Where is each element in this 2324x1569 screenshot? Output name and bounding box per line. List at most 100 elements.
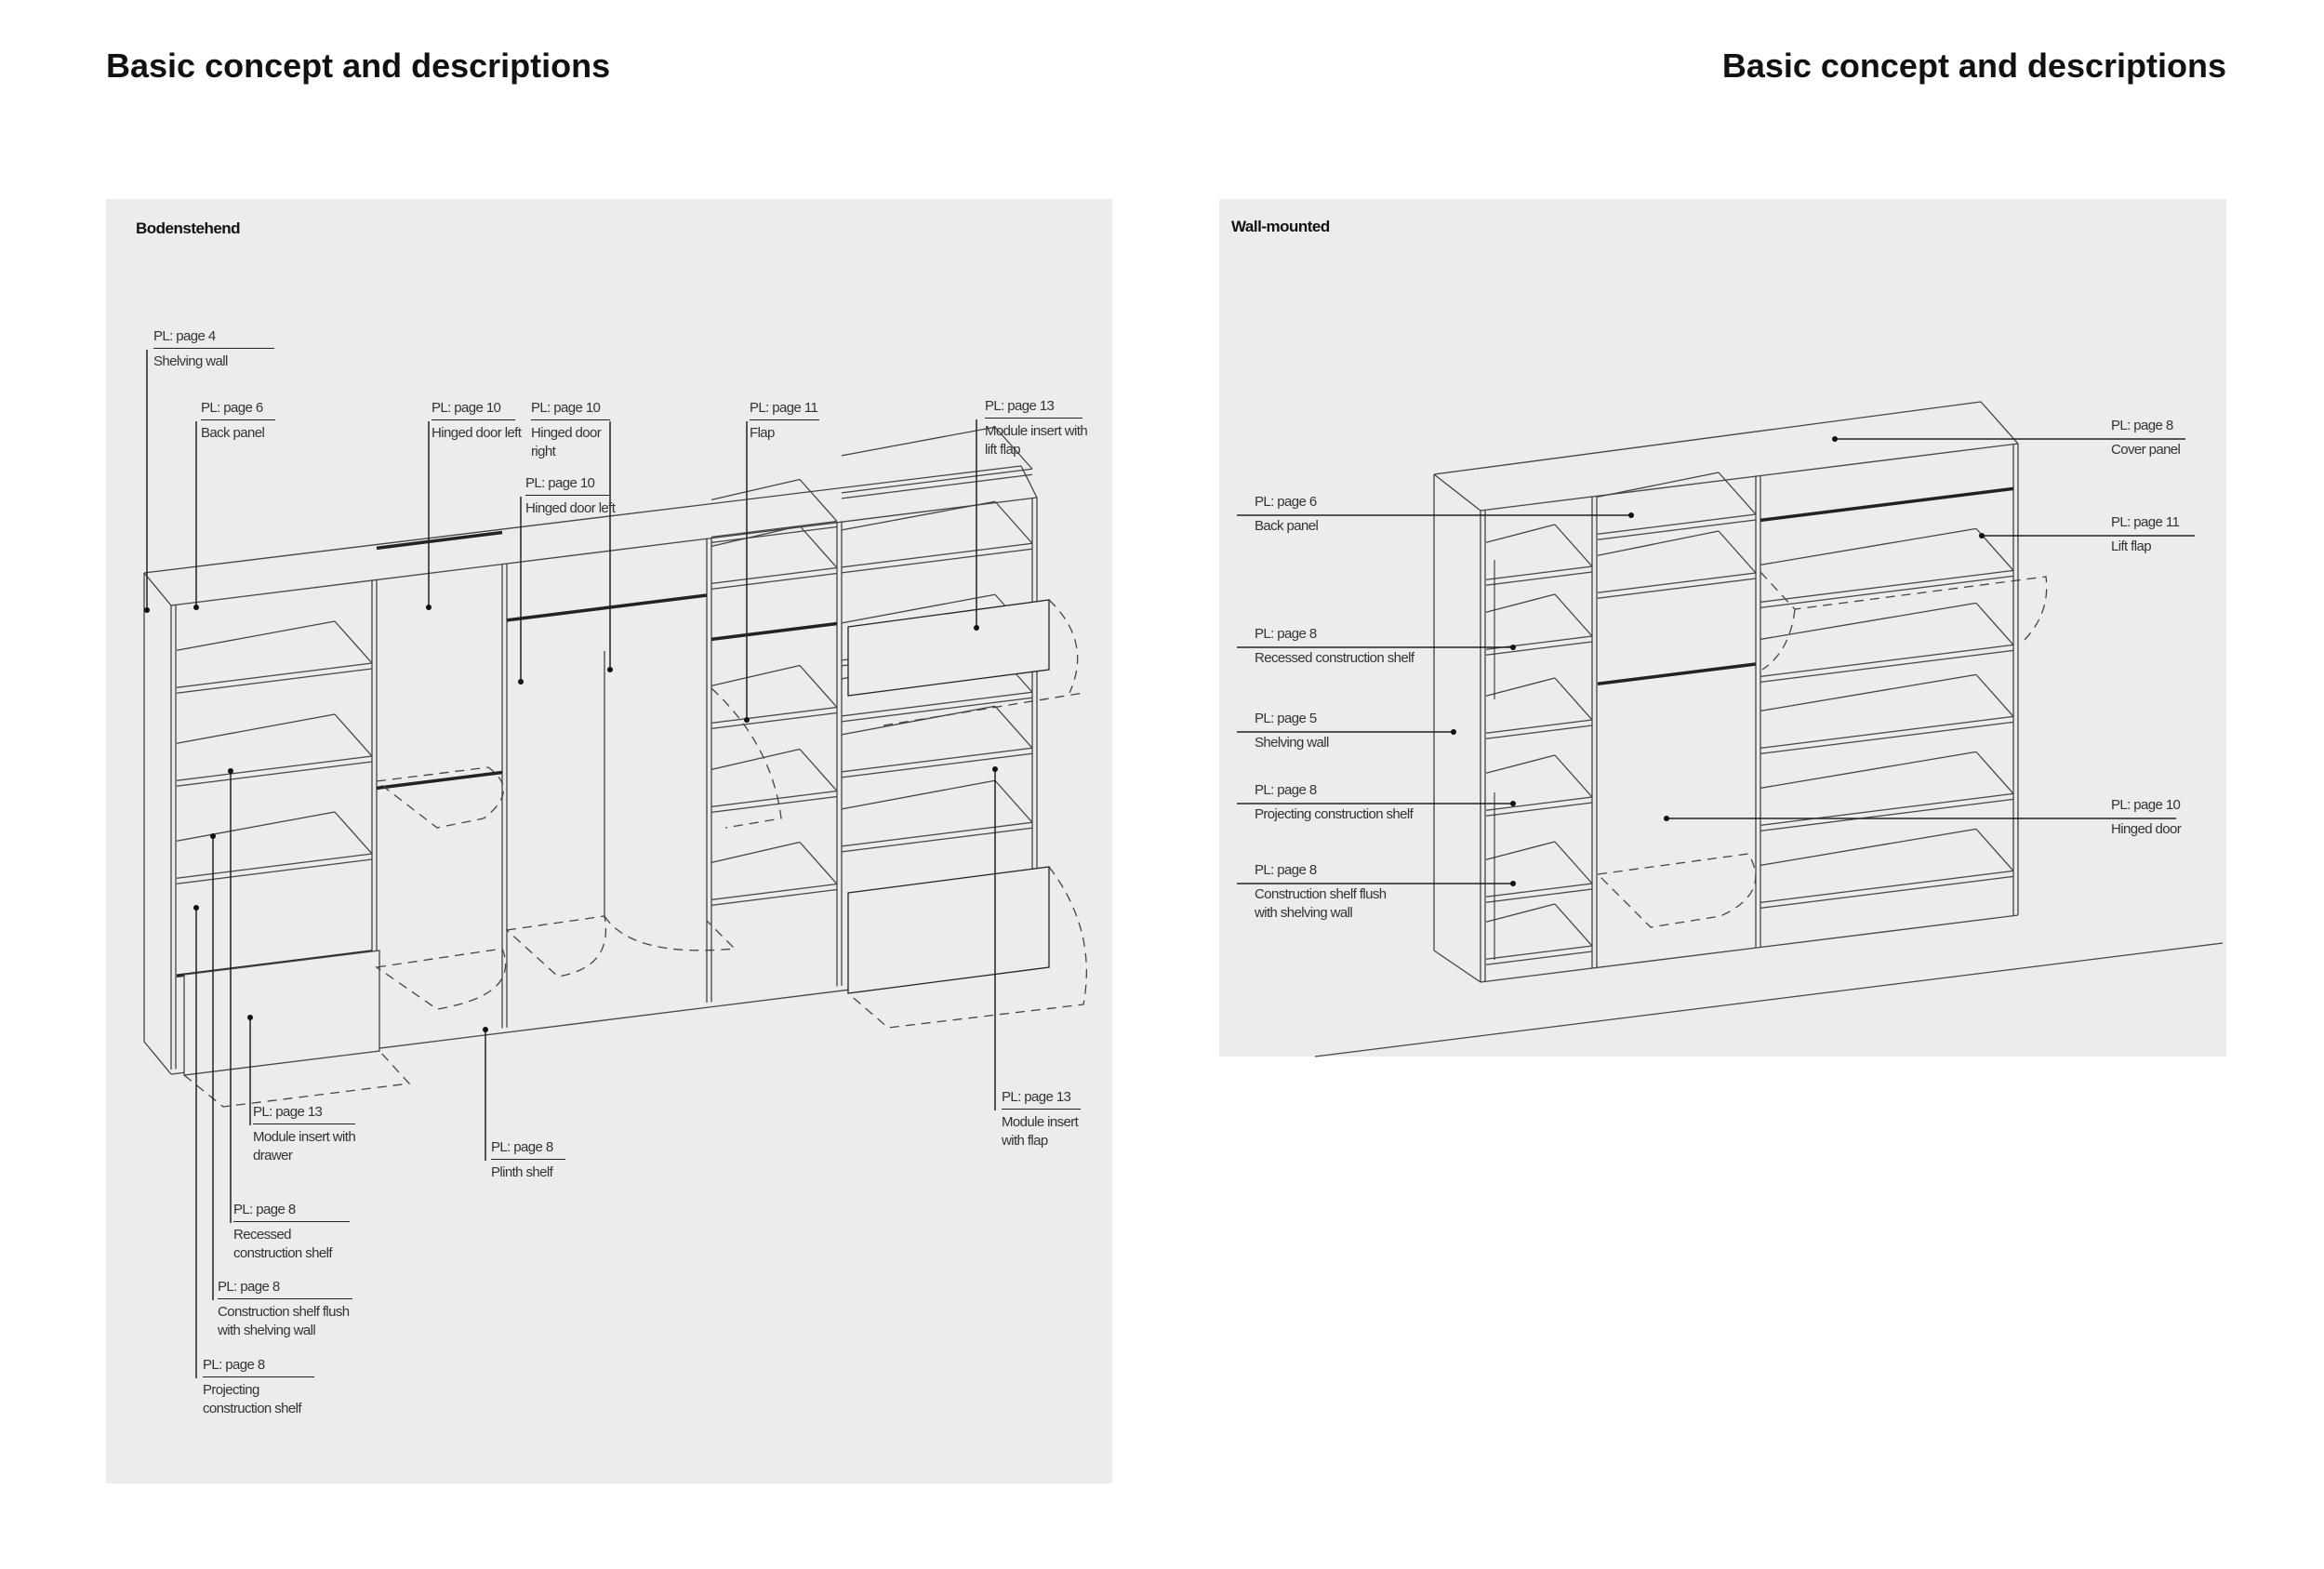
bay4-shelf-4-depth <box>799 749 838 791</box>
flap-swing-open <box>847 866 1088 1029</box>
bay3-shelf-1-depth <box>1975 602 2014 645</box>
cover-front-edge <box>1480 443 2019 512</box>
bay2-shelf-0 <box>1597 519 1757 540</box>
flap-swing <box>710 687 782 829</box>
bay5-shelf-3 <box>841 691 1033 717</box>
floor-standing-title: Bodenstehend <box>136 219 241 237</box>
leader-hinged-door-dot <box>1664 816 1669 821</box>
drawer-front <box>183 950 380 1076</box>
door-swing <box>1596 853 1757 928</box>
bay1-shelf-5 <box>1485 951 1593 965</box>
bay4-shelf-5 <box>710 888 838 907</box>
bay4-shelf-1 <box>710 566 838 585</box>
leader-shelving-wall-dot <box>144 607 150 613</box>
door-swing-right <box>604 915 737 951</box>
door-swing-left <box>505 915 606 977</box>
bay1-shelf-1 <box>1485 641 1593 656</box>
bay3-shelf-1 <box>1760 644 2014 678</box>
bay5-shelf-2-back <box>841 593 996 624</box>
bay2-shelf-1-back <box>1597 530 1720 556</box>
bay1-shelf-0 <box>176 662 373 688</box>
bay4-shelf-0 <box>710 525 838 544</box>
bay3-shelf-2-depth <box>1975 673 2014 717</box>
leader-module-drawer-dot <box>247 1015 253 1020</box>
bay5-shelf-4 <box>841 752 1033 778</box>
wall-mounted-panel <box>1219 199 2226 1057</box>
top-front-edge <box>170 497 1038 606</box>
wall-mounted-shelving-drawing <box>1314 401 2224 1057</box>
bay4-shelf-1 <box>710 572 838 591</box>
leader-lines <box>144 350 2195 1378</box>
bay1-shelf-5-back <box>1485 903 1556 923</box>
bay4-shelf-3-depth <box>799 665 838 708</box>
bay3-shelf-0 <box>1760 575 2014 609</box>
bay2-shelf-1 <box>1597 572 1757 593</box>
bay2-top <box>376 530 503 551</box>
bay4-shelf-0-depth <box>799 479 838 522</box>
bay4-shelf-3 <box>710 706 838 725</box>
top-back-edge <box>143 465 1022 574</box>
bay4-shelf-4 <box>710 795 838 814</box>
top-right-edge <box>1020 465 1038 499</box>
bay3-shelf-0-back <box>1760 527 1977 566</box>
bay3-shelf-0 <box>1760 569 2014 604</box>
bay1-shelf-5 <box>1485 945 1593 960</box>
bay3-shelf-1 <box>1760 649 2014 684</box>
flap-module <box>847 866 1050 994</box>
bay1-shelf-3 <box>1485 802 1593 817</box>
floor-standing-panel <box>106 199 1112 1483</box>
leader-wm-back-panel-dot <box>1628 512 1634 518</box>
leader-hinged-door-left-2-dot <box>518 679 524 685</box>
bay2-shelf-0-depth <box>1718 472 1757 515</box>
bay5-shelf-0-depth <box>994 426 1033 470</box>
side-panel-bottom <box>143 1041 172 1075</box>
bay4-shelf-3 <box>710 711 838 730</box>
bay4-shelf-1-depth <box>799 525 838 568</box>
bay1-shelf-2 <box>1485 719 1593 734</box>
bay1-shelf-1-depth <box>334 713 373 757</box>
leader-flap-dot <box>744 717 750 723</box>
leader-flush-shelf-dot <box>210 833 216 839</box>
bay3-shelf-4 <box>1760 870 2014 904</box>
page-title-left: Basic concept and descriptions <box>106 47 611 85</box>
bay3-shelf-4-depth <box>1975 828 2014 871</box>
bay1-shelf-2-back <box>1485 677 1556 697</box>
bay1-shelf-2-back <box>176 811 336 842</box>
bay4-shelf-1-back <box>710 525 801 548</box>
leader-back-panel-dot <box>193 605 199 610</box>
bay3-shelf-2 <box>1760 721 2014 755</box>
door-swing-upper <box>375 766 504 829</box>
bay3-shelf-4 <box>1760 875 2014 910</box>
bottom-edge <box>1480 914 2019 983</box>
bay3-top <box>506 593 708 622</box>
bay1-shelf-2 <box>176 853 373 879</box>
bay1-shelf-0-back <box>1485 524 1556 543</box>
door-swing-lower <box>375 948 507 1010</box>
bay3-shelf-3 <box>1760 792 2014 827</box>
leader-plinth-shelf-dot <box>483 1027 488 1032</box>
leader-recessed-shelf-dot <box>228 768 233 774</box>
bay5-shelf-5 <box>841 821 1033 847</box>
bay1-shelf-3 <box>1485 796 1593 811</box>
page-title-right: Basic concept and descriptions <box>1721 47 2226 85</box>
cover-right-edge <box>1980 401 2019 445</box>
floor-line <box>1314 942 2224 1057</box>
bay1-shelf-4-back <box>1485 841 1556 860</box>
bay5-shelf-1-back <box>841 500 996 531</box>
leader-module-flap-dot <box>992 766 998 772</box>
bay1-shelf-1-back <box>176 713 336 744</box>
leader-cover-panel-dot <box>1832 436 1838 442</box>
bay1-shelf-0 <box>1485 571 1593 586</box>
